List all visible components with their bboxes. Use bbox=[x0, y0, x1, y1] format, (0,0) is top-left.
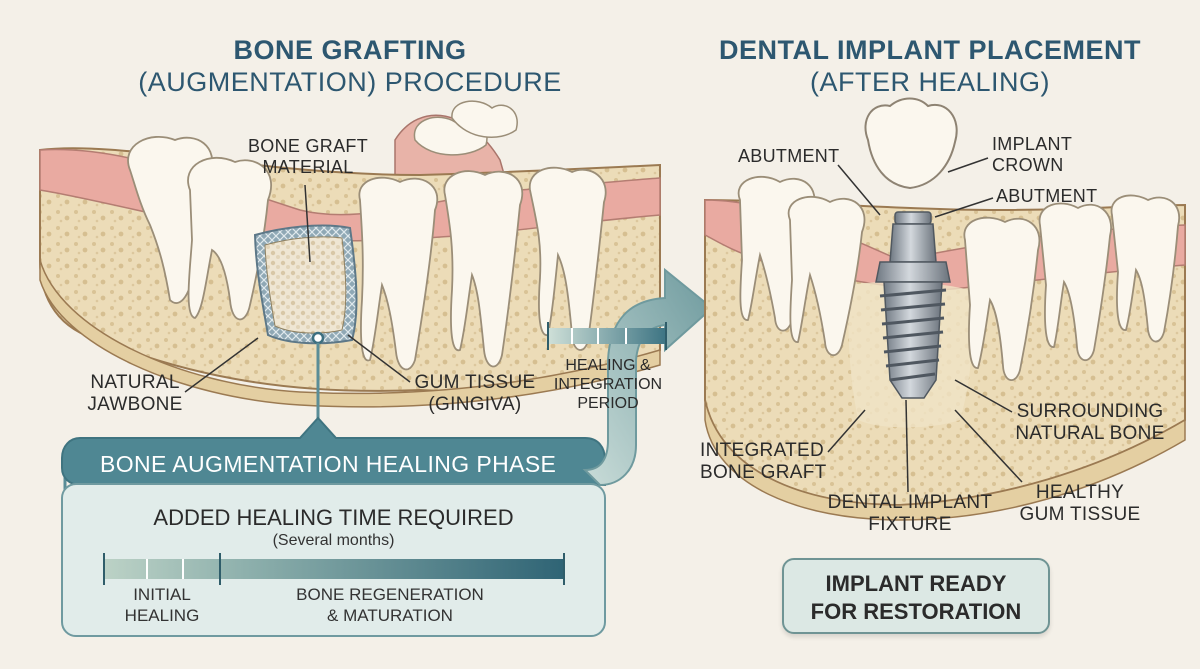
right-panel-title: DENTAL IMPLANT PLACEMENT (AFTER HEALING) bbox=[690, 34, 1170, 98]
healing-duration: (Several months) bbox=[272, 532, 395, 549]
stage-initial-healing: INITIAL HEALING bbox=[124, 585, 200, 625]
healing-phase-box bbox=[61, 416, 606, 637]
added-healing-time: ADDED HEALING TIME REQUIRED bbox=[153, 505, 514, 530]
healing-integration-period-label: HEALING & INTEGRATION PERIOD bbox=[553, 357, 663, 412]
right-jaw-illustration bbox=[704, 97, 1186, 521]
left-title-line2: (AUGMENTATION) PROCEDURE bbox=[138, 67, 562, 97]
implant-ready-box: IMPLANT READY FOR RESTORATION bbox=[782, 558, 1050, 634]
label-surrounding-natural-bone: SURROUNDING NATURAL BONE bbox=[1015, 401, 1165, 444]
left-title-line1: BONE GRAFTING bbox=[233, 35, 467, 65]
label-abutment-right: ABUTMENT bbox=[996, 186, 1098, 206]
healing-phase-title: BONE AUGMENTATION HEALING PHASE bbox=[100, 451, 557, 477]
label-natural-jawbone: NATURAL JAWBONE bbox=[87, 372, 183, 415]
label-bone-graft-material: BONE GRAFT MATERIAL bbox=[247, 136, 368, 177]
stage-bone-regeneration: BONE REGENERATION & MATURATION bbox=[296, 585, 484, 625]
label-dental-implant-fixture: DENTAL IMPLANT FIXTURE bbox=[827, 492, 993, 535]
right-title-line1: DENTAL IMPLANT PLACEMENT bbox=[719, 35, 1141, 65]
label-gum-tissue: GUM TISSUE (GINGIVA) bbox=[414, 372, 536, 415]
label-healthy-gum-tissue: HEALTHY GUM TISSUE bbox=[1019, 482, 1141, 525]
left-jaw-illustration bbox=[39, 100, 661, 408]
label-integrated-bone-graft: INTEGRATED BONE GRAFT bbox=[700, 440, 827, 483]
left-panel-title: BONE GRAFTING (AUGMENTATION) PROCEDURE bbox=[120, 34, 580, 98]
transition-arrow bbox=[547, 267, 714, 487]
right-title-line2: (AFTER HEALING) bbox=[809, 67, 1051, 97]
label-implant-crown: IMPLANT CROWN bbox=[992, 134, 1073, 175]
label-abutment-left: ABUTMENT bbox=[738, 146, 840, 166]
